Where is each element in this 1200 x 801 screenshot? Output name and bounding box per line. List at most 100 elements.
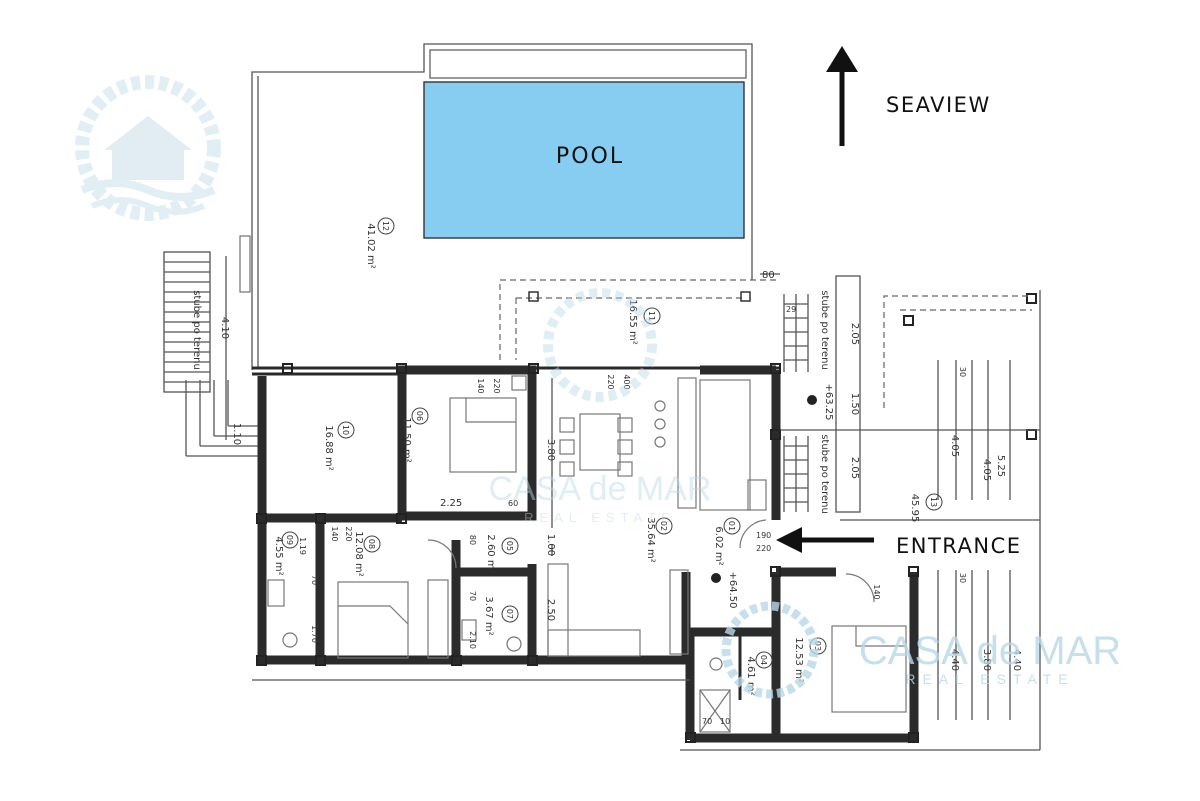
dim-80: 80 [762, 270, 775, 281]
dim-210: 2.10 [468, 631, 477, 649]
dim-220d: 220 [756, 544, 771, 553]
dim-440b: 4.40 [1011, 649, 1022, 671]
room-01-number: 01 [727, 521, 736, 531]
dim-60: 60 [508, 499, 518, 508]
room-08-area: 12.08 m² [353, 531, 364, 577]
level-marker-icon [807, 395, 817, 405]
watermark-logo-icon [75, 75, 221, 221]
room-03-number: 03 [813, 641, 822, 651]
dim-380: 3.80 [545, 439, 556, 461]
room-02-marker [655, 517, 673, 535]
room-06-area: 11.50 m² [401, 417, 412, 463]
room-04-area: 4.61 m² [745, 656, 756, 695]
watermark-center: CASA de MAR REAL ESTATE [489, 288, 712, 525]
dim-140b: 140 [330, 526, 339, 541]
dim-30a: 30 [958, 367, 967, 377]
living-furniture [547, 377, 767, 657]
room-08-number: 08 [367, 539, 376, 549]
dim-140c: 140 [872, 584, 881, 599]
room-09-marker [281, 531, 299, 549]
watermark-bottom-right: CASA de MAR REAL ESTATE [721, 601, 1121, 699]
right-stairs [780, 275, 1041, 750]
bedroom-03-furniture [831, 573, 907, 713]
terrace-outline [251, 43, 753, 370]
room-11-number: 11 [647, 311, 656, 321]
walls [252, 365, 919, 743]
watermark-tagline: REAL ESTATE [905, 671, 1074, 687]
room-03-area: 12.53 m² [793, 637, 804, 683]
room-13-marker [925, 493, 943, 511]
room-11-marker [643, 307, 661, 325]
room-04-marker [755, 651, 773, 669]
dim-525: 5.25 [995, 455, 1006, 477]
dim-100: 1.00 [545, 534, 556, 556]
left-stair [163, 235, 262, 457]
bathroom-09-fixtures [267, 579, 298, 648]
pergola-outline [499, 273, 780, 360]
dim-70c: 70 [702, 717, 712, 726]
pool [423, 81, 745, 239]
room-12-marker [377, 217, 395, 235]
seaview-label: SEAVIEW [886, 93, 991, 117]
bathroom-04-fixtures [699, 657, 731, 733]
dim-190: 190 [756, 531, 771, 540]
bedroom-06-furniture [449, 375, 527, 473]
stairs-left-label: stube po terenu [191, 290, 202, 370]
dim-410: 4.10 [219, 317, 230, 339]
room-02-area: 35.64 m² [645, 517, 656, 563]
level-b: +64.50 [727, 571, 738, 608]
dim-205a: 2.05 [849, 323, 860, 345]
columns [256, 293, 1037, 743]
dim-30b: 30 [958, 573, 967, 583]
room-05-number: 05 [505, 541, 514, 551]
dim-29: 29 [786, 305, 796, 314]
dim-150: 1.50 [849, 393, 860, 415]
watermark-center-brand: CASA de MAR [489, 470, 712, 508]
entrance-arrow-icon [776, 527, 874, 553]
room-13-number: 13 [929, 497, 938, 507]
room-02-number: 02 [659, 521, 668, 531]
room-12-number: 12 [381, 221, 390, 231]
dim-10: 10 [720, 717, 730, 726]
room-10-number: 10 [341, 425, 350, 435]
dim-119: 1.19 [298, 537, 307, 555]
dim-405: 4.05 [949, 435, 960, 457]
room-07-number: 07 [505, 609, 514, 619]
dim-70b: 70 [468, 591, 477, 601]
bathroom-07-fixtures [461, 619, 522, 652]
entry-door-swing [739, 519, 767, 549]
dim-110: 1.10 [231, 423, 242, 445]
stairs-right-b: stube po terenu [819, 434, 830, 514]
room-13-area: 45.95 [909, 494, 920, 523]
room-07-area: 3.67 m² [483, 596, 494, 635]
room-12-area: 41.02 m² [365, 223, 376, 269]
room-09-number: 09 [285, 535, 294, 545]
dim-140a: 140 [476, 378, 485, 393]
room-10-marker [337, 421, 355, 439]
watermark-brand: CASA de MAR [859, 629, 1121, 673]
dim-220b: 220 [344, 526, 353, 541]
room-05-area: 2.60 m² [485, 534, 496, 573]
seaview-arrow-icon [826, 46, 858, 146]
dim-406: 4.05 [981, 459, 992, 481]
room-01-marker [723, 517, 741, 535]
room-11-area: 16.55 m² [627, 299, 638, 345]
dim-70a: 70 [310, 575, 319, 585]
dim-225: 2.25 [440, 498, 462, 509]
pool-label: POOL [556, 144, 624, 169]
watermark-center-tagline: REAL ESTATE [524, 510, 676, 525]
level-a: +63.25 [823, 383, 834, 420]
room-06-number: 06 [415, 411, 424, 421]
dim-400: 400 [622, 374, 631, 389]
room-05-marker [501, 537, 519, 555]
level-marker-icon [711, 573, 721, 583]
room-10-area: 16.88 m² [323, 425, 334, 471]
dim-220a: 220 [492, 378, 501, 393]
dim-205b: 2.05 [849, 457, 860, 479]
dim-380b: 3.80 [981, 649, 992, 671]
dim-170: 1.70 [310, 625, 319, 643]
terrace-13-dimension-lines [937, 360, 1011, 720]
room-04-number: 04 [759, 655, 768, 665]
stairs-right-a: stube po terenu [819, 290, 830, 370]
